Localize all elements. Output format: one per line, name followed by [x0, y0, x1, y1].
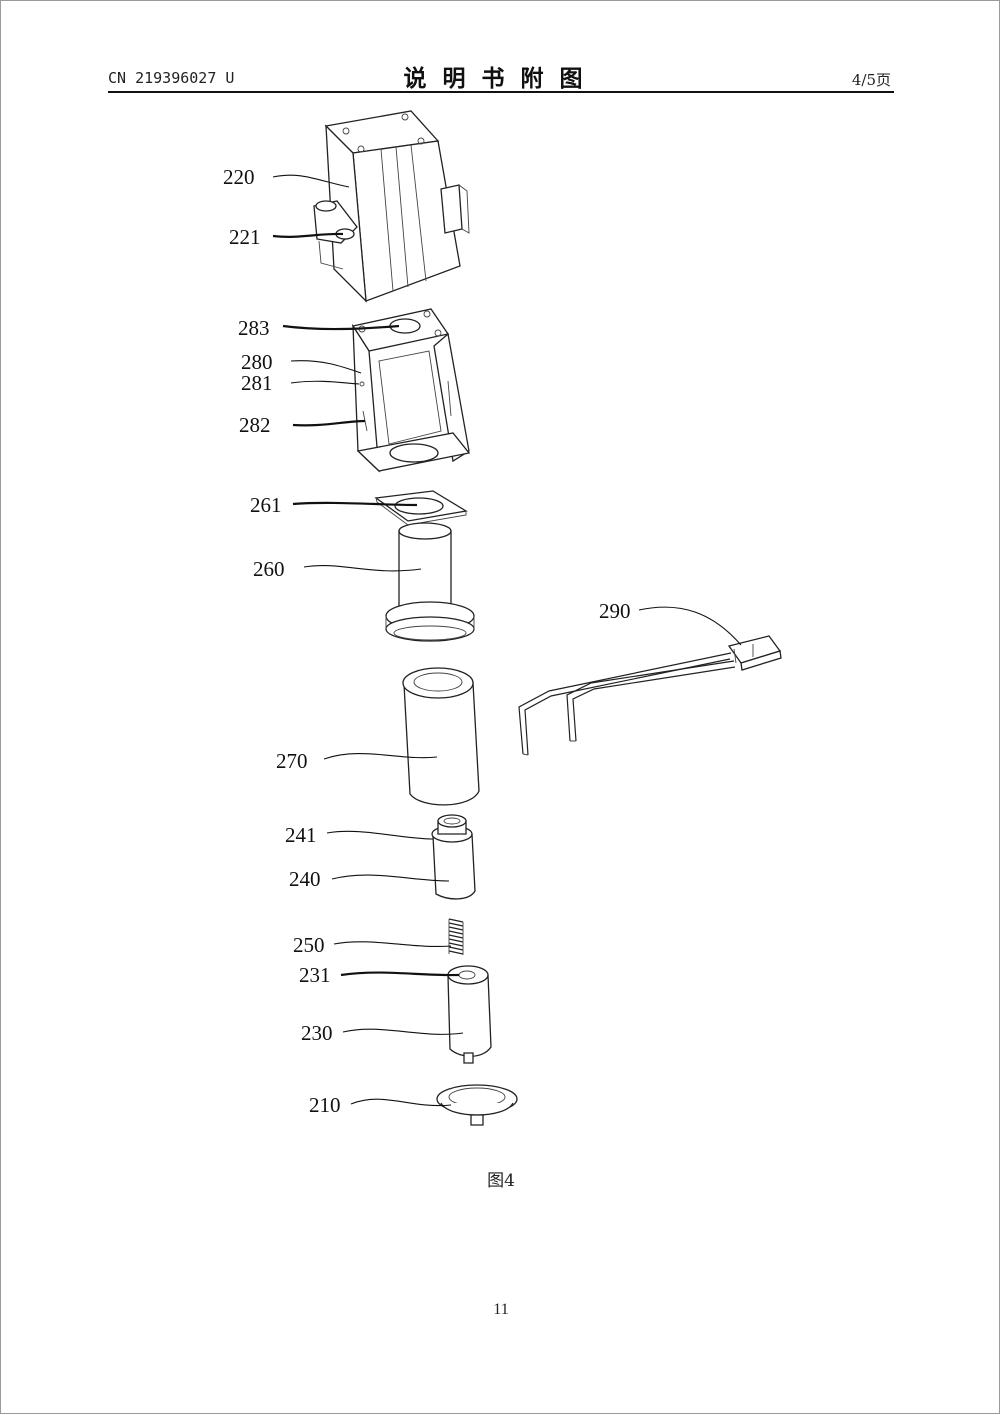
ref-230: 230 [301, 1021, 333, 1045]
ref-260: 260 [253, 557, 285, 581]
reference-numerals: 220 221 283 280 281 282 261 260 290 270 … [223, 165, 631, 1117]
ref-220: 220 [223, 165, 255, 189]
part-280-frame [351, 308, 471, 473]
ref-221: 221 [229, 225, 261, 249]
ref-290: 290 [599, 599, 631, 623]
ref-282: 282 [239, 413, 271, 437]
part-220-housing [313, 110, 470, 303]
ref-231: 231 [299, 963, 331, 987]
section-title: 说明书附图 [403, 66, 599, 92]
patent-number: CN 219396027 U [108, 69, 235, 87]
ref-261: 261 [250, 493, 282, 517]
leader-lines [272, 174, 742, 1107]
ref-250: 250 [293, 933, 325, 957]
part-270-coil [402, 667, 480, 806]
ref-210: 210 [309, 1093, 341, 1117]
part-260-tube [385, 522, 475, 642]
header-rule [108, 91, 894, 93]
part-261-plate [374, 490, 468, 526]
page-of-total: 4/5页 [851, 71, 891, 89]
ref-241: 241 [285, 823, 317, 847]
part-210-diaphragm [436, 1084, 518, 1126]
part-240-core [431, 814, 476, 900]
ref-240: 240 [289, 867, 321, 891]
part-250-spring [448, 918, 464, 955]
page-number: 11 [493, 1301, 509, 1318]
figure-caption: 图4 [487, 1171, 515, 1191]
part-290-wires [518, 635, 782, 756]
ref-283: 283 [238, 316, 270, 340]
part-230-static-core [447, 965, 492, 1064]
ref-280: 280 [241, 350, 273, 374]
ref-281: 281 [241, 371, 273, 395]
ref-270: 270 [276, 749, 308, 773]
